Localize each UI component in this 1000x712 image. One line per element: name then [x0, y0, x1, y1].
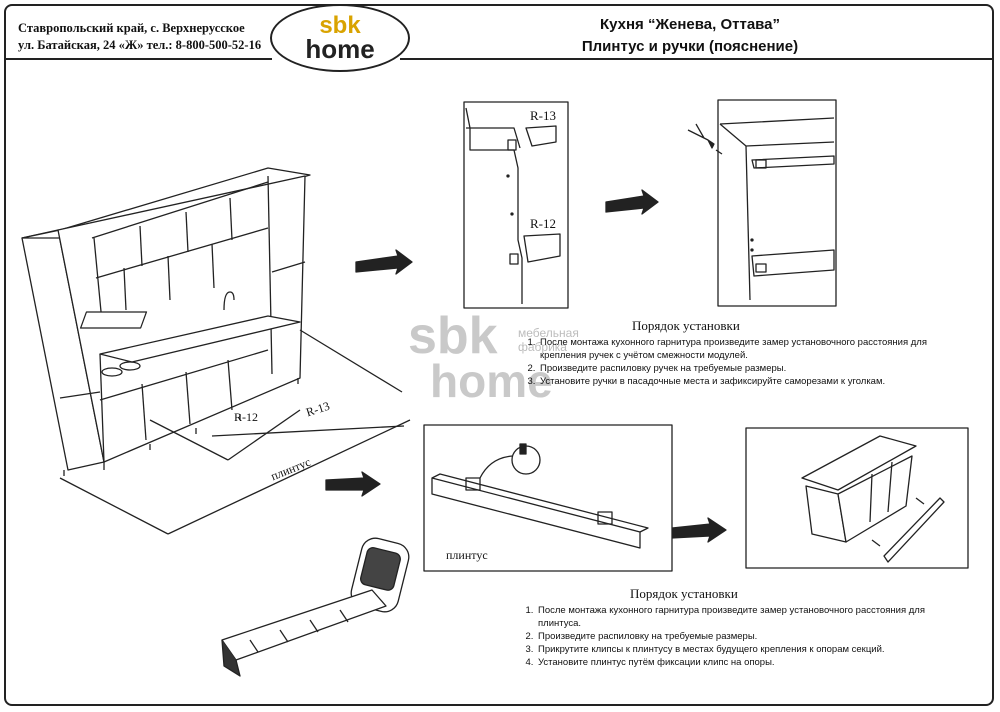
plinth-step-3: Прикрутите клипсы к плинтусу в местах бу…	[536, 643, 936, 656]
handles-step-1: После монтажа кухонного гарнитура произв…	[538, 336, 938, 362]
kitchen-label-r12: R-12	[234, 410, 258, 424]
plinth-instructions-title: Порядок установки	[630, 586, 738, 601]
address-line-2: ул. Батайская, 24 «Ж» тел.: 8-800-500-52…	[18, 38, 262, 52]
brand-logo: sbk home	[270, 4, 410, 72]
plinth-detail-box	[423, 424, 673, 572]
handles-install-box	[717, 99, 837, 307]
handles-instructions-list: После монтажа кухонного гарнитура произв…	[524, 336, 938, 388]
arrow-to-handles	[355, 249, 413, 275]
handles-profile-drawing	[465, 107, 561, 304]
handles-step-3: Установите ручки в пасадочные места и за…	[538, 375, 938, 388]
plinth-installed-drawing	[801, 435, 945, 563]
title-line-2: Плинтус и ручки (пояснение)	[581, 38, 799, 55]
handles-step-2: Произведите распиловку ручек на требуемы…	[538, 362, 938, 375]
page-title: Кухня “Женева, Оттава” Плинтус и ручки (…	[540, 14, 840, 58]
plinth-instructions-list: После монтажа кухонного гарнитура произв…	[522, 604, 936, 669]
kitchen-set-drawing	[21, 167, 411, 535]
logo-text-bottom: home	[305, 34, 375, 64]
plinth-step-4: Установите плинтус путём фиксации клипс …	[536, 656, 936, 669]
arrow-to-plinth	[325, 471, 381, 497]
header-divider-left	[4, 58, 272, 60]
handles-install-drawing	[687, 117, 835, 301]
plinth-detail-label: плинтус	[446, 548, 488, 562]
watermark-logo-bottom: home	[430, 355, 553, 407]
watermark-caption: мебельная фабрика	[518, 326, 579, 354]
company-address: Ставропольский край, с. Верхнерусское ул…	[18, 20, 278, 54]
watermark-logo-top: sbk	[408, 307, 498, 365]
arrow-plinth-step	[671, 517, 727, 543]
plinth-clip-drawing	[431, 443, 649, 549]
handles-label-r12: R-12	[530, 216, 556, 231]
plinth-step-2: Произведите распиловку на требуемые разм…	[536, 630, 936, 643]
header-divider-right	[400, 58, 994, 60]
handles-label-r13: R-13	[530, 108, 556, 123]
plinth-step-1: После монтажа кухонного гарнитура произв…	[536, 604, 936, 630]
logo-text-top: sbk	[319, 12, 361, 39]
page-frame	[4, 4, 994, 706]
handles-instructions-title: Порядок установки	[632, 318, 740, 333]
address-line-1: Ставропольский край, с. Верхнерусское	[18, 21, 245, 35]
arrow-handles-step	[605, 189, 659, 215]
title-line-1: Кухня “Женева, Оттава”	[599, 16, 781, 33]
tape-measure-drawing	[221, 537, 410, 677]
